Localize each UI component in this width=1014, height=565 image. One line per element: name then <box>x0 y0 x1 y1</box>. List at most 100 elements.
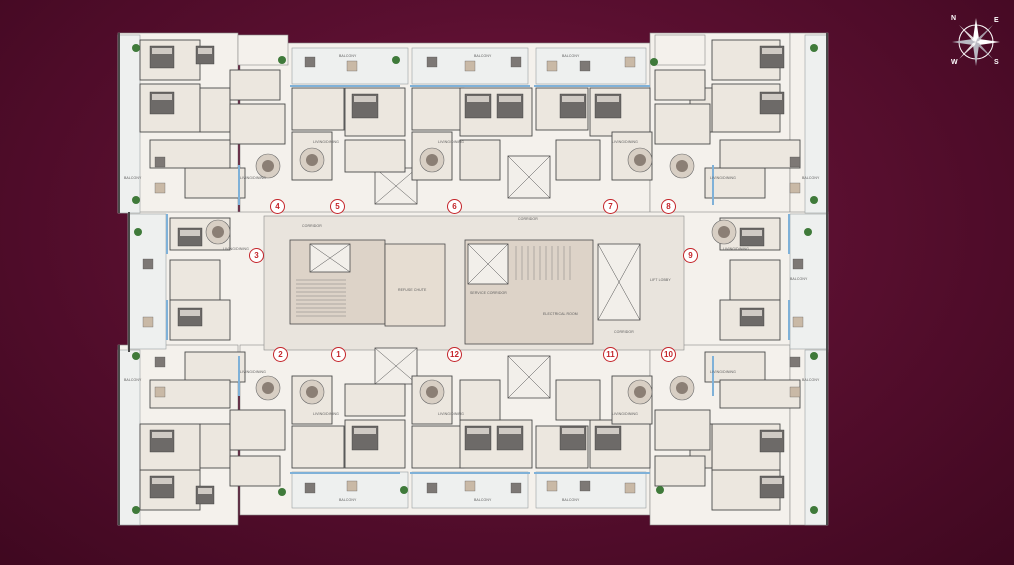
balcony-side-1 <box>804 34 828 214</box>
room-label-living-9: LIVING/DINING <box>710 370 736 374</box>
room-16 <box>459 139 501 181</box>
bed-pillow-20 <box>762 478 782 484</box>
unit-marker-5: 5 <box>330 199 345 214</box>
room-label-living-7: LIVING/DINING <box>723 247 749 251</box>
dining-table-10 <box>634 386 646 398</box>
plant-5 <box>810 196 818 204</box>
lounge-chair-2 <box>426 56 438 68</box>
lounge-chair-10 <box>426 482 438 494</box>
window-13 <box>534 472 650 474</box>
lounge-chair-15 <box>624 482 636 494</box>
plant-8 <box>392 56 400 64</box>
room-4 <box>229 103 286 145</box>
room-label-lift-lobby: LIFT LOBBY <box>650 278 671 282</box>
bed-pillow-19 <box>597 428 619 434</box>
room-label-balcony-left-bottom: BALCONY <box>124 378 142 382</box>
bed-pillow-15 <box>354 428 376 434</box>
unit-marker-6: 6 <box>447 199 462 214</box>
balcony-side-4 <box>127 213 167 350</box>
compass-label-n: N <box>951 15 957 22</box>
unit-marker-2: 2 <box>273 347 288 362</box>
unit-marker-1: 1 <box>331 347 346 362</box>
bed-pillow-10 <box>180 310 200 316</box>
outer-wall-1 <box>826 33 828 213</box>
room-14 <box>344 139 406 173</box>
bed-pillow-18 <box>562 428 584 434</box>
room-17 <box>555 139 601 181</box>
dining-table-1 <box>306 154 318 166</box>
room-label-balcony-right-mid: BALCONY <box>790 277 808 281</box>
balcony-side-0 <box>117 34 141 214</box>
unit-marker-11: 11 <box>603 347 618 362</box>
room-22 <box>654 69 706 101</box>
room-label-electrical: ELECTRICAL ROOM <box>543 312 578 316</box>
room-27 <box>169 259 221 301</box>
unit-marker-10: 10 <box>661 347 676 362</box>
plant-13 <box>804 228 812 236</box>
unit-marker-4: 4 <box>270 199 285 214</box>
room-37 <box>184 351 246 383</box>
bed-pillow-14 <box>152 432 172 438</box>
dining-table-5 <box>212 226 224 238</box>
bed-pillow-16 <box>467 428 489 434</box>
plant-9 <box>400 486 408 494</box>
lounge-chair-22 <box>789 156 801 168</box>
room-34 <box>199 423 231 469</box>
bed-pillow-12 <box>742 310 762 316</box>
plant-4 <box>810 44 818 52</box>
lounge-chair-7 <box>624 56 636 68</box>
unit-marker-7: 7 <box>603 199 618 214</box>
bed-pillow-2 <box>354 96 376 102</box>
window-5 <box>788 214 790 254</box>
lift-x-b-0 <box>309 243 351 273</box>
compass-label-s: S <box>994 59 999 66</box>
room-5 <box>184 167 246 199</box>
room-3 <box>229 69 281 101</box>
room-label-balcony-right-top: BALCONY <box>802 176 820 180</box>
room-label-corridor-right: CORRIDOR <box>614 330 634 334</box>
room-label-living-1: LIVING/DINING <box>313 140 339 144</box>
unit-marker-8: 8 <box>661 199 676 214</box>
lounge-chair-20 <box>154 356 166 368</box>
dining-table-4 <box>676 160 688 172</box>
room-24 <box>704 167 766 199</box>
room-30 <box>729 259 781 301</box>
plant-3 <box>132 506 140 514</box>
room-label-corridor-top: CORRIDOR <box>518 217 538 221</box>
plant-7 <box>810 506 818 514</box>
plant-1 <box>132 196 140 204</box>
compass-icon <box>952 18 1000 66</box>
window-7 <box>788 300 790 340</box>
dining-table-0 <box>262 160 274 172</box>
lift-x-b-5 <box>507 155 551 199</box>
unit-marker-3: 3 <box>249 248 264 263</box>
room-label-balcony-left-top: BALCONY <box>124 176 142 180</box>
bed-pillow-5 <box>562 96 584 102</box>
room-label-balcony-bottom-1: BALCONY <box>339 498 357 502</box>
lounge-chair-8 <box>304 482 316 494</box>
room-label-living-8: LIVING/DINING <box>240 370 266 374</box>
plant-15 <box>278 488 286 496</box>
dining-table-2 <box>426 154 438 166</box>
room-36 <box>229 409 286 451</box>
outer-wall-4 <box>128 212 130 352</box>
outer-wall-3 <box>826 345 828 525</box>
window-4 <box>166 214 168 254</box>
lounge-chair-13 <box>546 480 558 492</box>
lift-x-b-2 <box>597 243 641 321</box>
lounge-chair-9 <box>346 480 358 492</box>
balcony-side-3 <box>804 349 828 526</box>
bed-pillow-1 <box>152 94 172 100</box>
bed-pillow-7 <box>762 48 782 54</box>
room-2 <box>199 87 231 133</box>
bed-pillow-6 <box>597 96 619 102</box>
plant-2 <box>132 352 140 360</box>
room-label-service: SERVICE CORRIDOR <box>470 291 507 295</box>
room-label-living-12: LIVING/DINING <box>612 412 638 416</box>
bed-pillow-9 <box>180 230 200 236</box>
outer-wall-5 <box>826 212 828 352</box>
room-48 <box>459 379 501 421</box>
room-label-refuse: REFUSE CHUTE <box>398 288 427 292</box>
